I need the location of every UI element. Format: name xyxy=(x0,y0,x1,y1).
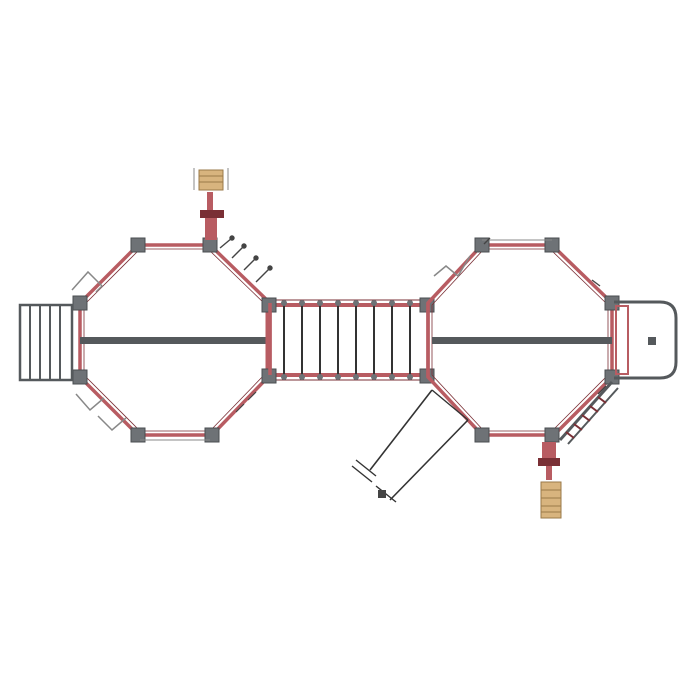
left-octagon-deck xyxy=(71,235,273,443)
left-post xyxy=(130,427,146,443)
bottom-right-rungs xyxy=(235,391,257,413)
left-post xyxy=(72,369,88,385)
slide xyxy=(351,389,469,503)
left-post xyxy=(202,237,218,253)
left-center-beam xyxy=(80,337,270,344)
handrail-loop xyxy=(97,415,127,432)
handrail-loop-right xyxy=(614,300,678,380)
wooden-climbing-wall-bottom xyxy=(538,442,562,519)
left-post xyxy=(130,237,146,253)
top-right-rungs xyxy=(219,235,273,283)
right-center-beam xyxy=(432,337,612,344)
rope-bridge xyxy=(261,297,435,384)
left-post xyxy=(72,295,88,311)
handrail-loop xyxy=(71,270,104,293)
right-octagon-deck xyxy=(426,237,620,445)
handrail-loop xyxy=(433,255,471,278)
climbing-ladder xyxy=(18,303,74,382)
wooden-climbing-wall-top xyxy=(193,168,229,240)
left-post xyxy=(204,427,220,443)
diagonal-climber xyxy=(558,380,619,445)
handrail-loop xyxy=(75,393,105,412)
